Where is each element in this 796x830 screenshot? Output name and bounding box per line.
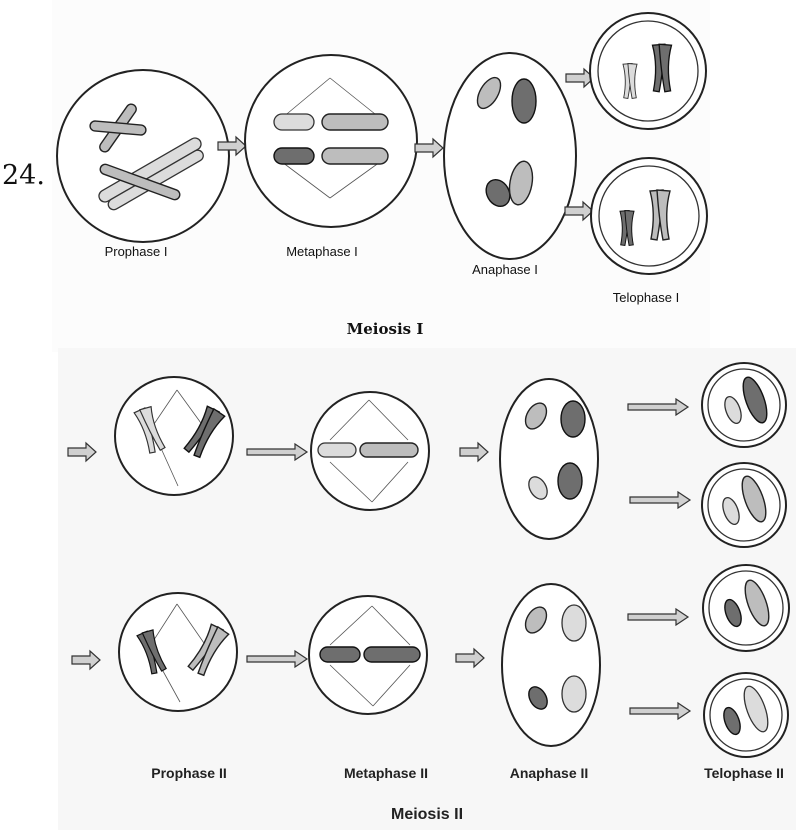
prophase-2-cell-bottom	[119, 593, 237, 711]
stage-label-telophase-1: Telophase I	[613, 290, 680, 305]
arrow-7a	[628, 399, 688, 415]
anaphase-2-cell-bottom	[502, 584, 600, 746]
arrow-9	[247, 651, 307, 667]
telophase-2-cell-3	[703, 565, 789, 651]
stage-label-metaphase-2: Metaphase II	[344, 765, 428, 781]
telophase-2-cell-4	[704, 673, 788, 757]
stage-label-prophase-1: Prophase I	[105, 244, 168, 259]
arrow-8	[72, 651, 100, 669]
prophase-2-cell-top	[115, 377, 233, 495]
stage-label-telophase-2: Telophase II	[704, 765, 784, 781]
telophase-1-cell-bottom	[591, 158, 707, 274]
arrow-7b	[630, 492, 690, 508]
prophase-1-cell	[57, 70, 229, 242]
anaphase-2-cell-top	[500, 379, 598, 539]
arrow-11a	[628, 609, 688, 625]
stage-label-prophase-2: Prophase II	[151, 765, 226, 781]
meiosis-1-title: Meiosis I	[347, 320, 424, 338]
telophase-2-cell-2	[702, 463, 786, 547]
meiosis-2-title: Meiosis II	[391, 806, 463, 824]
stage-label-anaphase-1: Anaphase I	[472, 262, 538, 277]
metaphase-1-cell	[245, 55, 417, 227]
stage-label-anaphase-2: Anaphase II	[510, 765, 589, 781]
arrow-6	[460, 443, 488, 461]
arrow-11b	[630, 703, 690, 719]
anaphase-1-cell	[444, 53, 576, 259]
metaphase-2-cell-bottom	[309, 596, 427, 714]
telophase-2-cell-1	[702, 363, 786, 447]
telophase-1-cell-top	[590, 13, 706, 129]
arrow-5	[247, 444, 307, 460]
stage-label-metaphase-1: Metaphase I	[286, 244, 358, 259]
arrow-10	[456, 649, 484, 667]
arrow-2	[415, 139, 443, 157]
metaphase-2-cell-top	[311, 392, 429, 510]
arrow-4	[68, 443, 96, 461]
